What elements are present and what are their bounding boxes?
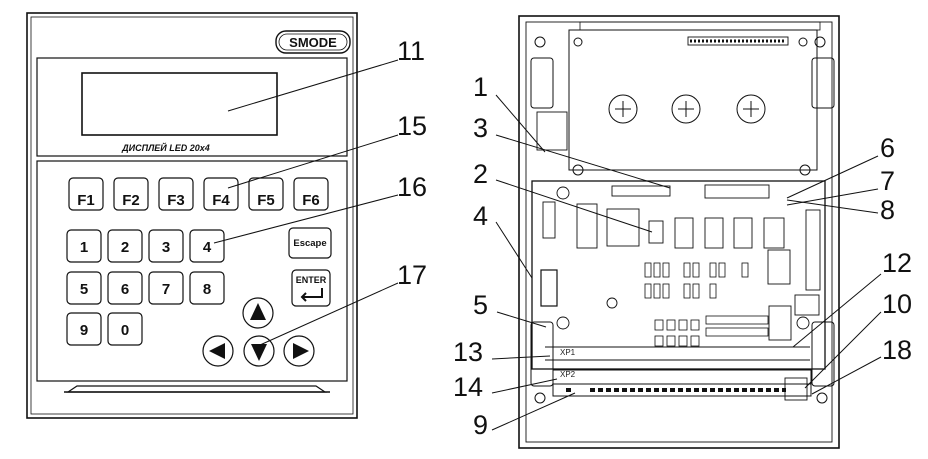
callout-17: 17 <box>397 260 427 290</box>
keypad-area <box>36 160 348 382</box>
leader-lines <box>213 59 882 431</box>
front-panel: SMODE ДИСПЛЕЙ LED 20x4 F1 F2 F3 F4 F5 F6… <box>26 12 358 419</box>
svg-text:5: 5 <box>80 281 88 298</box>
callout-14: 14 <box>453 372 483 402</box>
svg-text:F5: F5 <box>257 192 275 209</box>
numeric-keys: 1 2 3 4 5 6 7 8 9 0 <box>66 229 225 346</box>
f3-key[interactable]: F3 <box>158 177 194 211</box>
brand-text: SMODE <box>289 35 337 50</box>
callout-4: 4 <box>473 201 488 231</box>
arrow-down-key[interactable] <box>243 335 275 367</box>
key-8[interactable]: 8 <box>189 271 225 305</box>
f4-key[interactable]: F4 <box>203 177 239 211</box>
callout-3: 3 <box>473 113 488 143</box>
callout-18: 18 <box>882 335 912 365</box>
svg-text:F1: F1 <box>77 192 95 209</box>
function-keys: F1 F2 F3 F4 F5 F6 <box>68 177 329 211</box>
escape-key[interactable]: Escape <box>288 227 332 259</box>
svg-text:8: 8 <box>203 281 211 298</box>
svg-text:0: 0 <box>121 322 129 339</box>
key-4[interactable]: 4 <box>189 229 225 263</box>
callout-15: 15 <box>397 111 427 141</box>
arrow-up-key[interactable] <box>242 297 274 329</box>
display-window: ДИСПЛЕЙ LED 20x4 <box>36 57 348 157</box>
connector-xp1: XP1 <box>545 346 810 361</box>
callout-7: 7 <box>880 166 895 196</box>
key-2[interactable]: 2 <box>107 229 143 263</box>
svg-text:3: 3 <box>162 239 170 256</box>
svg-text:Escape: Escape <box>293 238 326 249</box>
callout-labels: 11 15 16 17 1 3 2 4 5 13 14 9 6 7 8 12 1… <box>397 36 912 440</box>
callout-13: 13 <box>453 337 483 367</box>
arrow-right-key[interactable] <box>283 335 315 367</box>
svg-text:6: 6 <box>121 281 129 298</box>
callout-8: 8 <box>880 195 895 225</box>
key-0[interactable]: 0 <box>107 312 143 346</box>
svg-text:F6: F6 <box>302 192 320 209</box>
callout-11: 11 <box>397 36 425 66</box>
svg-text:1: 1 <box>80 239 88 256</box>
key-7[interactable]: 7 <box>148 271 184 305</box>
svg-text:F2: F2 <box>122 192 140 209</box>
f6-key[interactable]: F6 <box>293 177 329 211</box>
svg-text:7: 7 <box>162 281 170 298</box>
key-9[interactable]: 9 <box>66 312 102 346</box>
enter-key[interactable]: ENTER <box>291 269 331 307</box>
xp2-label: XP2 <box>560 370 576 379</box>
callout-10: 10 <box>882 289 912 319</box>
key-3[interactable]: 3 <box>148 229 184 263</box>
f5-key[interactable]: F5 <box>248 177 284 211</box>
callout-16: 16 <box>397 172 427 202</box>
callout-9: 9 <box>473 410 488 440</box>
xp1-label: XP1 <box>560 348 576 357</box>
display-caption: ДИСПЛЕЙ LED 20x4 <box>121 142 210 153</box>
callout-2: 2 <box>473 159 488 189</box>
key-1[interactable]: 1 <box>66 229 102 263</box>
callout-5: 5 <box>473 290 488 320</box>
connector-xp2: XP2 <box>552 369 812 397</box>
enter-arrow-icon <box>300 288 323 302</box>
key-5[interactable]: 5 <box>66 271 102 305</box>
callout-6: 6 <box>880 133 895 163</box>
svg-text:2: 2 <box>121 239 129 256</box>
svg-text:9: 9 <box>80 322 88 339</box>
f1-key[interactable]: F1 <box>68 177 104 211</box>
arrow-left-key[interactable] <box>202 335 234 367</box>
f2-key[interactable]: F2 <box>113 177 149 211</box>
controller-internals: XP1 XP2 <box>518 15 840 449</box>
key-6[interactable]: 6 <box>107 271 143 305</box>
svg-text:F3: F3 <box>167 192 185 209</box>
svg-text:ENTER: ENTER <box>296 275 327 285</box>
callout-1: 1 <box>473 72 488 102</box>
callout-12: 12 <box>882 248 912 278</box>
svg-text:4: 4 <box>203 239 212 256</box>
svg-text:F4: F4 <box>212 192 230 209</box>
brand-logo: SMODE <box>275 30 351 54</box>
bottom-slot <box>64 385 330 393</box>
